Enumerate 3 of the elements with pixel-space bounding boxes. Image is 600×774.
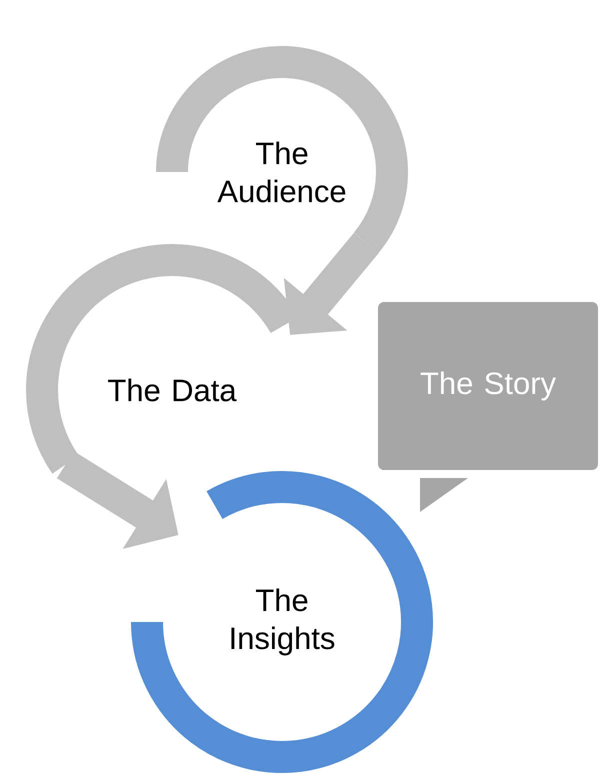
ring-band: The Audience — [156, 46, 408, 253]
ring-band: The Insights — [131, 471, 433, 773]
speech-bubble: The Story — [378, 302, 598, 512]
